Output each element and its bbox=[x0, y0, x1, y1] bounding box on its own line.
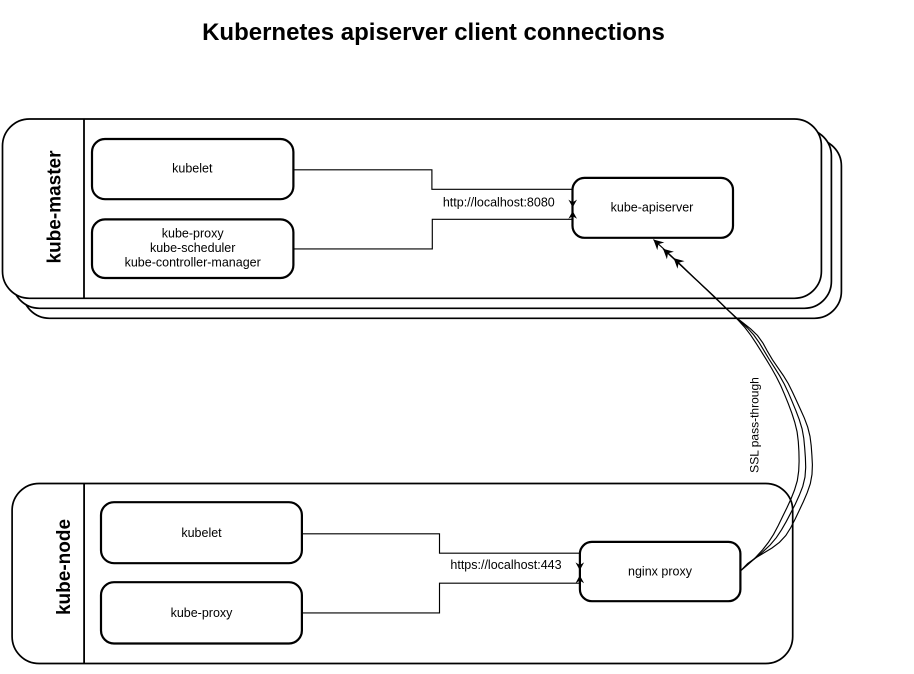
svg-text:kube-controller-manager: kube-controller-manager bbox=[125, 256, 261, 270]
svg-text:Kubernetes apiserver client co: Kubernetes apiserver client connections bbox=[202, 19, 665, 46]
svg-text:kube-proxy: kube-proxy bbox=[171, 606, 234, 620]
svg-text:kube-node: kube-node bbox=[54, 519, 75, 615]
svg-text:http://localhost:8080: http://localhost:8080 bbox=[443, 196, 555, 210]
svg-text:kubelet: kubelet bbox=[172, 162, 213, 176]
svg-text:kubelet: kubelet bbox=[181, 526, 222, 540]
svg-text:SSL pass-through: SSL pass-through bbox=[747, 377, 761, 473]
svg-text:nginx proxy: nginx proxy bbox=[628, 564, 693, 578]
svg-text:kube-proxy: kube-proxy bbox=[162, 227, 225, 241]
svg-text:kube-scheduler: kube-scheduler bbox=[150, 241, 235, 255]
svg-text:https://localhost:443: https://localhost:443 bbox=[450, 558, 561, 572]
svg-text:kube-master: kube-master bbox=[44, 150, 65, 264]
svg-text:kube-apiserver: kube-apiserver bbox=[611, 200, 694, 214]
